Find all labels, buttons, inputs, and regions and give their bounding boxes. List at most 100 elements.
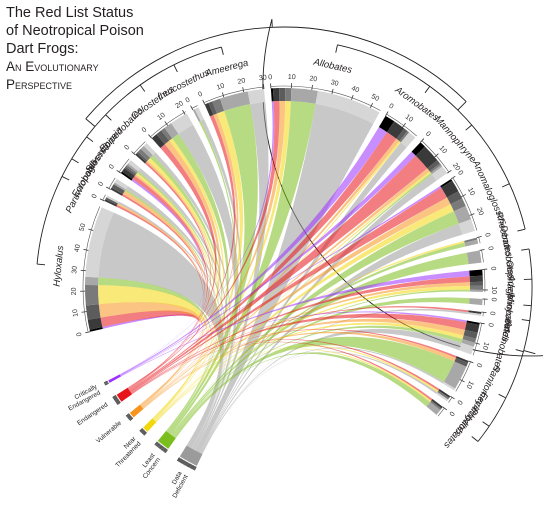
- status-tick-least-concern-14: [155, 441, 159, 446]
- genus-bar-andinobates-5: [458, 342, 474, 355]
- tick-leucostethus-0: [190, 105, 194, 111]
- tree-leaf-andinobates: [515, 349, 524, 353]
- genus-bar-silverstoneia-0: [120, 171, 133, 181]
- axis-leucostethus: [191, 105, 198, 109]
- genus-bar-adelphobates-4: [469, 298, 483, 306]
- genus-bar-leucostethus-5: [194, 107, 204, 121]
- genus-bar-allobates-4: [290, 88, 318, 104]
- genus-bar-andinobates-2: [463, 329, 478, 339]
- genus-bar-silverstoneia-1: [121, 168, 135, 179]
- axis-dendrobates: [481, 249, 484, 263]
- genus-bar-leucostethus-4: [192, 109, 201, 122]
- genus-bar-oophaga-2: [469, 281, 483, 286]
- tick-label-ameerega-0: 0: [197, 91, 203, 99]
- status-tick-endangered-5: [114, 398, 119, 402]
- genus-bar-ectopoglossus-2: [111, 184, 125, 195]
- tree-leaf-dendrobates: [521, 248, 530, 251]
- tick-label-anomaloglossus-0: 0: [456, 170, 464, 177]
- status-tick-endangered-9: [112, 395, 117, 399]
- genus-bar-epipedobates-3: [138, 148, 151, 161]
- status-tick-near-threatened-6: [139, 428, 144, 432]
- genus-bar-ameerega-3: [212, 98, 225, 114]
- axis-ectopoglossus: [108, 177, 116, 189]
- tick-allobates-50: [370, 103, 373, 108]
- genus-bar-paruwrobates-1: [104, 199, 118, 207]
- genus-bar-oophaga-4: [469, 289, 483, 292]
- status-tick-endangered-1: [116, 401, 121, 405]
- genus-bar-andinobates-4: [461, 339, 476, 347]
- genus-bar-excidobates-3: [437, 390, 450, 400]
- status-tick-critically-endangered-1: [104, 382, 109, 385]
- ribbon-mannophryne-endangered: [129, 155, 428, 393]
- status-tick-data-deficient-6: [189, 464, 193, 469]
- tree-leaf-allobates: [335, 44, 338, 53]
- ribbons: [98, 100, 471, 455]
- genus-bar-oophaga-3: [469, 285, 484, 290]
- genus-bar-allobates-3: [285, 88, 292, 102]
- tick-label-ranitomeya-10: 10: [465, 380, 475, 390]
- tick-mannophryne-10: [434, 153, 439, 158]
- status-tick-data-deficient-11: [185, 462, 189, 467]
- status-tick-data-deficient-9: [187, 463, 190, 467]
- ribbon-anomaloglossus-endangered: [130, 187, 448, 393]
- tree-stem-2: [523, 350, 536, 355]
- status-tick-least-concern-4: [162, 447, 166, 452]
- axis-rheobates: [478, 237, 481, 244]
- tree-stem-1: [457, 101, 467, 111]
- genus-bar-colostethus-3: [161, 127, 173, 141]
- tick-anomaloglossus-20: [469, 213, 475, 216]
- genus-bar-allobates-5: [315, 90, 380, 124]
- genus-label-oophaga: Oophaga: [504, 260, 516, 299]
- tick-label-mannophryne-0: 0: [424, 131, 432, 139]
- tick-rheobates-0: [476, 236, 482, 239]
- tree-leaf-mannophryne: [465, 124, 473, 131]
- genus-bar-ranitomeya-1: [455, 356, 469, 363]
- tick-label-rheobates-0: 0: [483, 232, 491, 238]
- axis-excidobates: [448, 397, 453, 403]
- genus-bar-aromobates-3: [399, 130, 410, 143]
- genus-bar-allobates-2: [279, 87, 286, 102]
- tick-mannophryne-0: [420, 138, 425, 143]
- status-tick-data-deficient-20: [179, 458, 182, 463]
- tick-andinobates-10: [474, 342, 480, 345]
- axis-aromobates: [386, 113, 417, 137]
- genus-bar-ranitomeya-2: [454, 357, 468, 367]
- tick-label-colostethus-20: 20: [175, 100, 185, 110]
- tick-label-oophaga-10: 10: [490, 286, 497, 294]
- genus-bar-andinobates-0: [466, 320, 480, 325]
- genus-arcs: [80, 83, 488, 417]
- genus-bar-phyllobates-1: [431, 399, 443, 409]
- tick-label-allobates-50: 50: [370, 93, 380, 103]
- genus-bar-minyobates-1: [468, 310, 482, 315]
- ribbon-hyloxalus-data-deficient: [98, 212, 224, 449]
- status-tick-data-deficient-23: [176, 457, 180, 461]
- tick-label-allobates-30: 30: [330, 79, 339, 88]
- genus-label-mannophryne: Mannophryne: [432, 114, 478, 165]
- status-label-vulnerable: Vulnerable: [95, 419, 123, 444]
- genus-bar-colostethus-1: [151, 134, 165, 149]
- status-tick-data-deficient-21: [178, 458, 182, 462]
- genus-label-allobates: Allobates: [311, 57, 353, 76]
- genus-bar-anomaloglossus-2: [447, 191, 463, 205]
- tick-silverstoneia-0: [116, 169, 122, 174]
- status-tick-vulnerable-0: [129, 417, 134, 421]
- ribbon-hyloxalus-endangered: [100, 310, 200, 389]
- status-tick-data-deficient-16: [182, 460, 185, 465]
- status-tick-data-deficient-17: [181, 459, 184, 464]
- genus-label-ameerega: Ameerega: [203, 57, 249, 79]
- genus-bar-mannophryne-1: [415, 146, 438, 169]
- genus-bar-aromobates-5: [400, 132, 416, 148]
- genus-bar-epipedobates-4: [140, 145, 153, 158]
- status-arc-endangered: [116, 387, 133, 402]
- tick-excidobates-0: [450, 395, 455, 400]
- tick-label-phyllobates-0: 0: [447, 410, 455, 417]
- tick-anomaloglossus-0: [450, 175, 456, 180]
- status-tick-endangered-4: [115, 399, 119, 403]
- tick-label-paruwrobates-0: 0: [91, 193, 99, 200]
- tick-hyloxalus-50: [88, 228, 94, 231]
- tick-label-hyloxalus-50: 50: [79, 223, 88, 233]
- status-tick-endangered-6: [114, 397, 118, 401]
- genus-label-hyloxalus: Hyloxalus: [52, 245, 67, 287]
- status-tick-data-deficient-15: [182, 460, 186, 465]
- status-tick-least-concern-13: [155, 442, 159, 447]
